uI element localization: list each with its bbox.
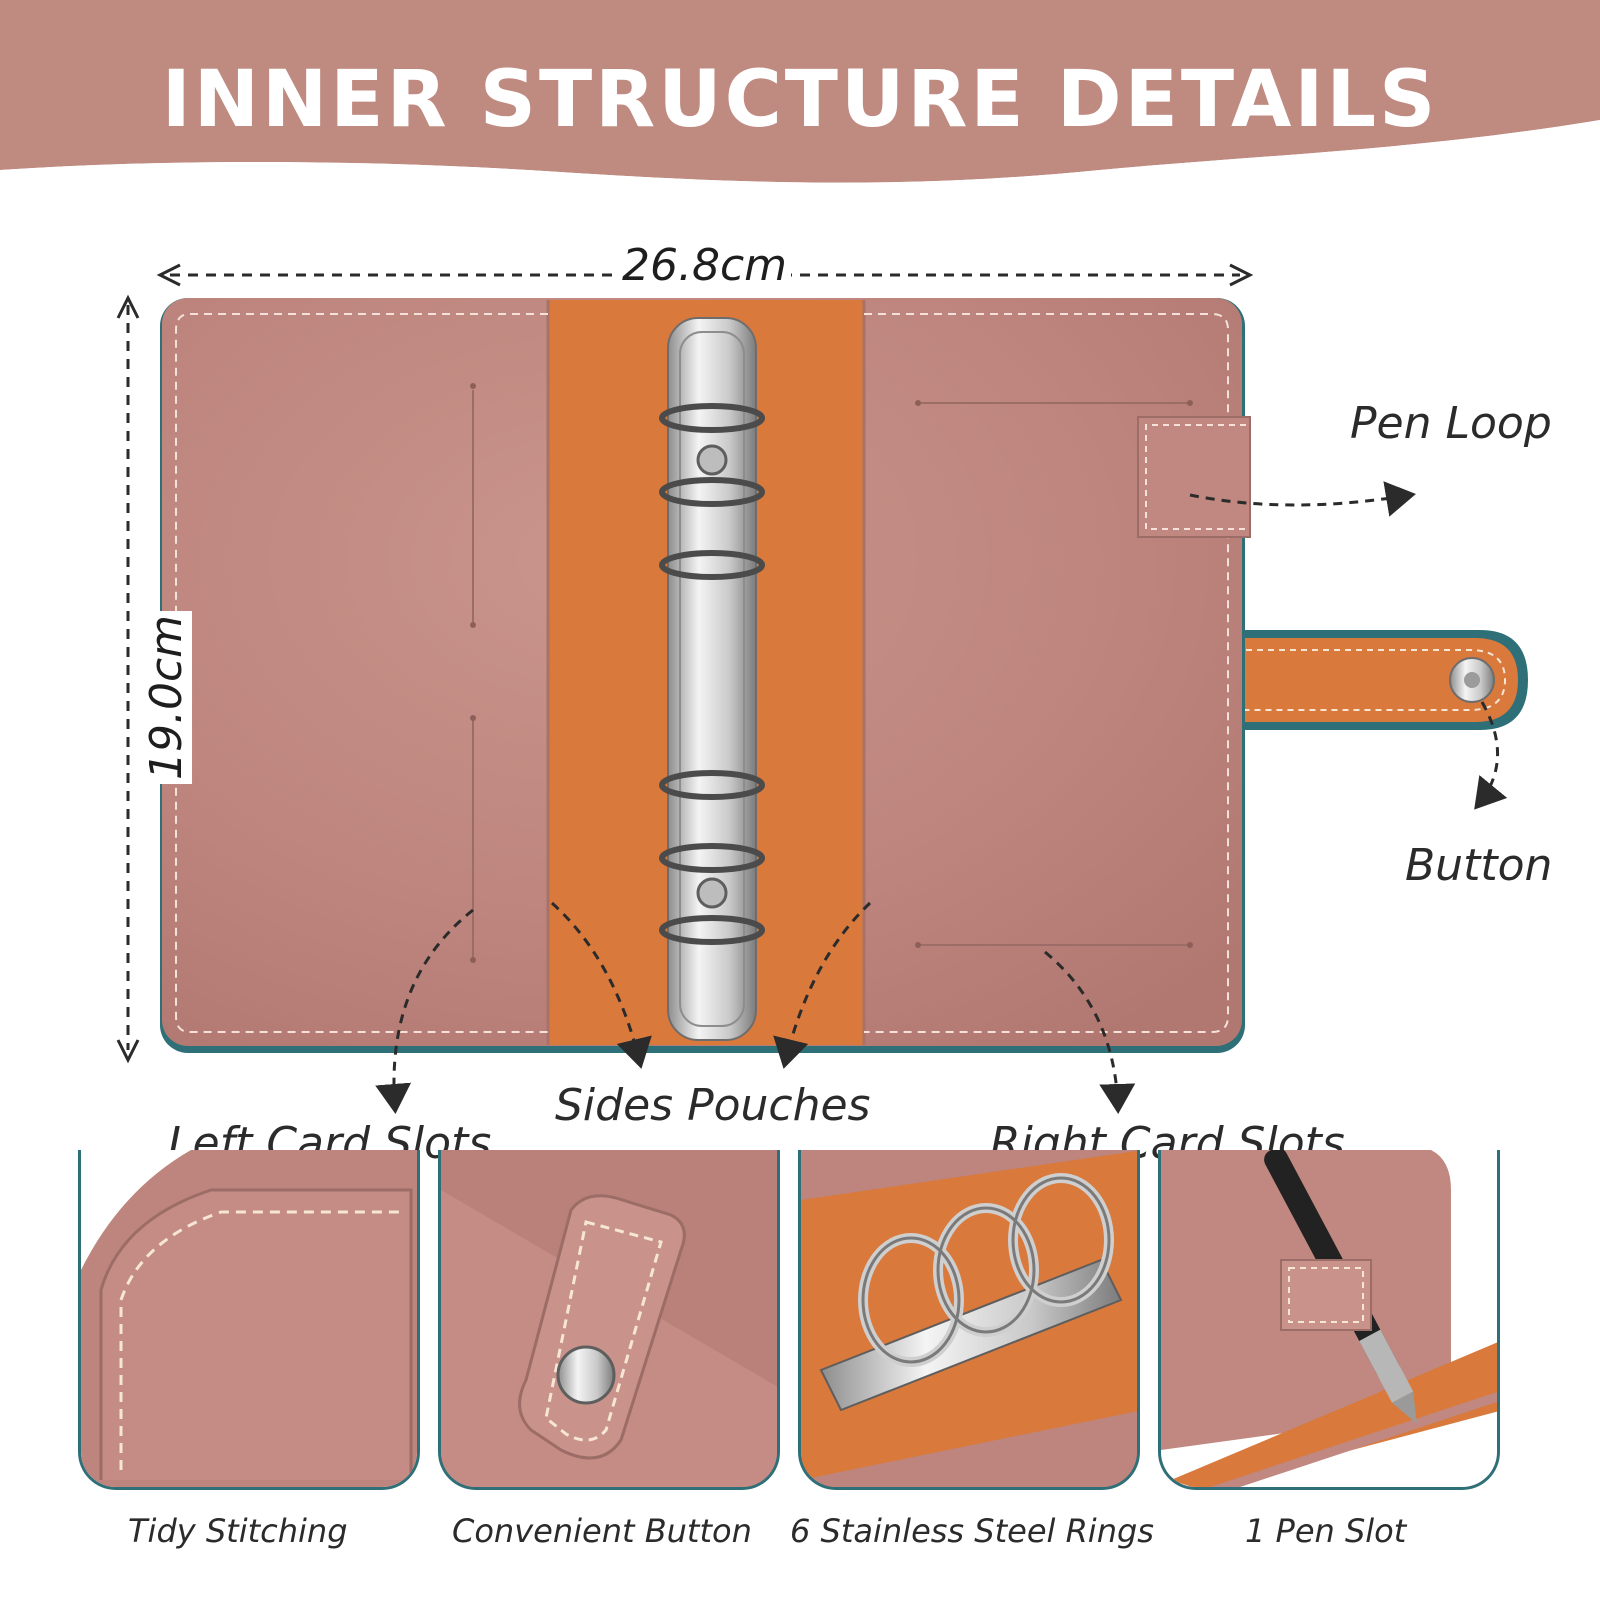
snap-button-strap-icon <box>441 1150 777 1487</box>
feature-panel-stitching <box>78 1150 420 1490</box>
ring-mechanism <box>667 317 757 1041</box>
pen-loop <box>1137 416 1251 538</box>
feature-panel-button <box>438 1150 780 1490</box>
stitched-corner-icon <box>81 1150 417 1487</box>
binder-rings <box>659 403 765 945</box>
feature-panel-rings <box>798 1150 1140 1490</box>
pen-in-loop-icon <box>1161 1150 1497 1487</box>
feature-panel-pen <box>1158 1150 1500 1490</box>
feature-caption-rings: 6 Stainless Steel Rings <box>790 1512 1154 1550</box>
title-banner <box>0 0 1600 183</box>
height-dimension-label: 19.0cm <box>141 610 193 785</box>
feature-caption-pen: 1 Pen Slot <box>1245 1512 1407 1550</box>
pen-loop-label: Pen Loop <box>1350 398 1552 449</box>
sides-pouches-label: Sides Pouches <box>555 1080 871 1131</box>
page-title: INNER STRUCTURE DETAILS <box>161 55 1439 145</box>
feature-caption-button: Convenient Button <box>452 1512 752 1550</box>
button-label: Button <box>1405 840 1553 891</box>
width-dimension-label: 26.8cm <box>618 240 792 291</box>
binder-rings-icon <box>801 1150 1137 1487</box>
feature-caption-stitching: Tidy Stitching <box>128 1512 348 1550</box>
